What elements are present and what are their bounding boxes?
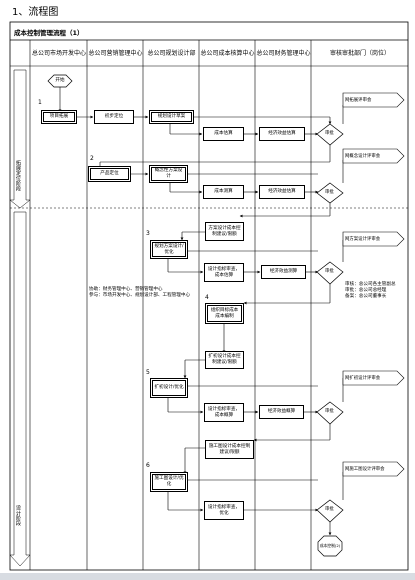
econ-rough-box: 经济效益概算 (259, 405, 304, 419)
concept-design-box: 概念性方案设计 (149, 165, 188, 183)
initial-positioning-box: 初步定位 (94, 110, 134, 124)
lane-header-approval: 审核审批部门（岗位） (329, 50, 390, 57)
committee-expansion: 网拓展评审会 (345, 98, 372, 103)
approval-label: 审批 (325, 131, 334, 136)
index-review2-box: 设计指标审查，成本概算 (204, 403, 244, 422)
lane-header-finance: 总公司财务管理中心 (256, 50, 311, 57)
lane-dividers (29, 40, 312, 570)
diagram-frame (9, 21, 409, 571)
step-number: 2 (90, 155, 94, 162)
product-positioning-box: 产品定位 (88, 166, 131, 182)
step-number: 5 (146, 369, 150, 376)
planning-draft-box: 规划设计草案 (149, 110, 194, 124)
approval-note: 审核：总公司各主管副总 审批：总公司总经理 备案：总公司董事长 (345, 282, 396, 299)
approval-diamond (316, 261, 344, 285)
page-title: 1、流程图 (12, 7, 59, 18)
end-node-shape (317, 535, 343, 557)
lane-header-planning: 总公司规划设计部 (147, 50, 196, 57)
approval-label: 审批 (325, 190, 334, 195)
phase-label-design: 设计阶段 (15, 505, 21, 526)
start-node-shape (47, 74, 73, 88)
start-node: 开始 (55, 78, 65, 84)
construction-cost-limit-box: 施工图设计成本控制建议/限额 (205, 440, 254, 459)
lane-header-marketing: 总公司营销管理中心 (88, 50, 143, 57)
index-review-box: 设计指标审查，成本估算 (204, 263, 244, 282)
prelim-cost-limit-box: 扩初设计成本控制建议/限额 (205, 351, 244, 369)
lane-header-cost: 总公司成本核算中心 (200, 50, 255, 57)
approval-diamond (316, 182, 344, 204)
cooperation-note: 协助：财务管理中心、营销管理中心 参与：市场开发中心、规划设计部、工程管理中心 (89, 287, 191, 298)
approval-label: 审批 (325, 409, 334, 414)
committee-construction: 网施工图设计评审会 (345, 467, 385, 472)
committee-prelim: 网扩初设计评审会 (345, 376, 381, 381)
approval-diamond (316, 499, 344, 523)
scheme-cost-limit-box: 方案设计成本控制建议/限额 (205, 222, 244, 241)
step-number: 6 (146, 462, 150, 469)
step-number: 4 (205, 294, 209, 301)
approval-diamond (316, 401, 344, 425)
prelim-design-box: 扩初设计/优化 (150, 378, 188, 398)
cost-estimate-box: 成本估算 (203, 127, 244, 141)
index-review3-box: 设计指标审查，优化 (204, 501, 244, 520)
step-number: 1 (38, 99, 42, 106)
approval-label: 审批 (325, 269, 334, 274)
bottom-bar (0, 573, 415, 580)
lane-header-market: 总公司市场开发中心 (31, 50, 86, 57)
econ-estimate2-box: 经济效益估算 (259, 185, 305, 199)
econ-estimate-box: 经济效益估算 (259, 127, 305, 141)
construction-design-box: 施工图设计/优化 (150, 472, 188, 492)
end-node: 成本控制(2) (319, 542, 341, 548)
diagram-subtitle: 成本控制管理流程（1） (14, 29, 84, 37)
phase-label-expansion: 拓展定位阶段 (15, 160, 21, 192)
approval-label: 审批 (325, 507, 334, 512)
committee-scheme: 网方案设计评审会 (345, 237, 381, 242)
scheme-design-box: 规划方案设计/优化 (150, 240, 188, 259)
step-number: 3 (146, 230, 150, 237)
cost-measure-box: 成本测算 (203, 185, 244, 199)
project-expansion-box: 项目拓展 (41, 110, 77, 124)
committee-concept: 网概念设计评审会 (345, 154, 381, 159)
econ-measure-box: 经济效益测算 (261, 265, 306, 279)
target-cost-box: 组织目标成本成本编制 (205, 303, 244, 324)
approval-diamond (316, 123, 344, 146)
